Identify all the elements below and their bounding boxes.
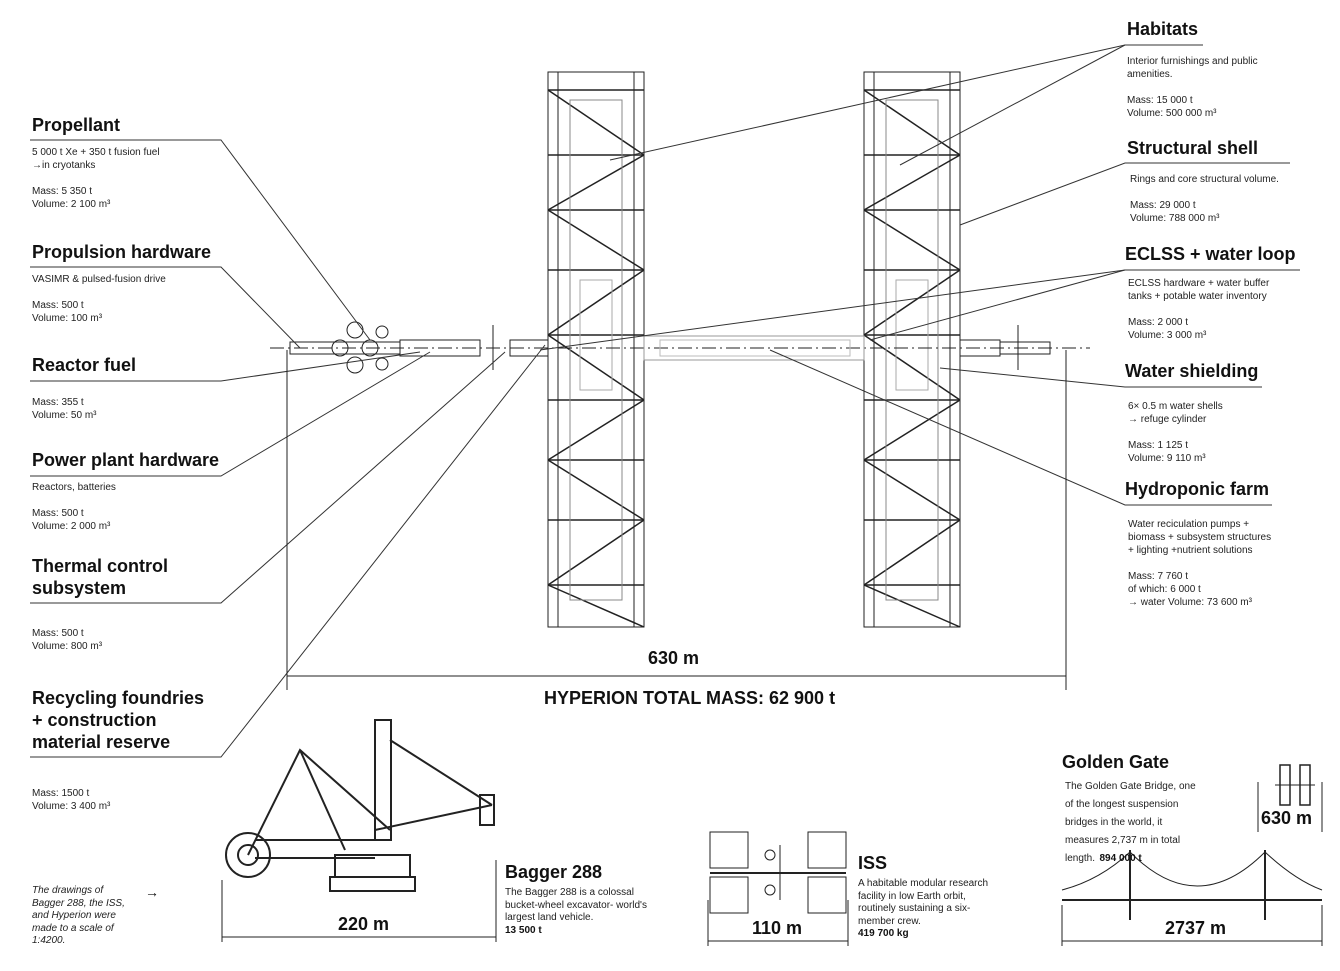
item-title: Recycling foundries + construction mater… [32, 688, 205, 752]
golden-gate-drawing [1061, 850, 1323, 920]
item-mass: Mass: 500 t [32, 508, 84, 519]
bagger-info: Bagger 288 The Bagger 288 is a colossal … [505, 862, 685, 936]
item-mass: Mass: 1 125 t [1128, 440, 1189, 451]
iss-drawing [709, 831, 847, 914]
hyperion-total-mass: HYPERION TOTAL MASS: 62 900 t [544, 688, 836, 708]
item-desc: Water reciculation pumps + biomass + sub… [1128, 519, 1272, 556]
right-item-hydroponic: Hydroponic farm Water reciculation pumps… [1125, 478, 1271, 609]
iss-title: ISS [858, 853, 888, 873]
item-title: Propulsion hardware [32, 242, 212, 262]
scale-note: The drawings of Bagger 288, the ISS, and… [32, 885, 125, 946]
item-volume: Volume: 500 000 m³ [1127, 108, 1217, 119]
bagger-288-drawing [225, 719, 495, 892]
item-volume: Volume: 2 000 m³ [32, 521, 111, 532]
iss-dimension-line [707, 900, 849, 946]
bagger-title: Bagger 288 [505, 862, 603, 882]
iss-mass: 419 700 kg [858, 928, 909, 939]
item-title: ECLSS + water loop [1125, 244, 1296, 264]
right-item-habitats: Habitats Interior furnishings and public… [1127, 18, 1258, 120]
left-item-thermal: Thermal control subsystem Mass: 500 t Vo… [32, 555, 168, 653]
item-volume: Volume: 2 100 m³ [32, 199, 111, 210]
item-desc: 6× 0.5 m water shells → refuge cylinder [1128, 401, 1223, 425]
item-desc: ECLSS hardware + water buffer tanks + po… [1128, 278, 1270, 302]
right-item-water-shielding: Water shielding 6× 0.5 m water shells → … [1125, 360, 1258, 465]
item-mass: Mass: 500 t [32, 300, 84, 311]
bagger-mass: 13 500 t [505, 924, 542, 936]
golden-gate-mass: 894 000 t [1099, 853, 1142, 864]
arrow-right-icon: → [145, 884, 159, 900]
golden-gate-title: Golden Gate [1062, 752, 1170, 772]
bagger-dimension-line [221, 860, 497, 942]
right-ring-truss [863, 71, 961, 628]
item-desc: VASIMR & pulsed-fusion drive [32, 274, 166, 285]
golden-gate-dimension-label: 2737 m [1165, 918, 1227, 938]
mini-hyperion-drawing [1257, 764, 1323, 832]
mini-hyperion-dimension-label: 630 m [1261, 808, 1313, 828]
item-volume: Volume: 3 400 m³ [32, 801, 111, 812]
item-title: Power plant hardware [32, 450, 220, 470]
left-ring-truss [547, 71, 645, 628]
item-mass: Mass: 5 350 t [32, 186, 93, 197]
item-desc: 5 000 t Xe + 350 t fusion fuel →in cryot… [32, 147, 160, 171]
item-desc: Interior furnishings and public amenitie… [1127, 56, 1258, 80]
left-leader-lines [30, 139, 546, 758]
item-volume: Volume: 100 m³ [32, 313, 103, 324]
item-desc: Reactors, batteries [32, 482, 116, 493]
item-title: Habitats [1127, 19, 1199, 39]
golden-gate-dimension-line [1061, 905, 1323, 946]
left-item-propellant: Propellant 5 000 t Xe + 350 t fusion fue… [32, 114, 160, 211]
item-volume: Volume: 50 m³ [32, 410, 97, 421]
item-mass: Mass: 1500 t [32, 788, 90, 799]
iss-desc: A habitable modular research facility in… [858, 878, 989, 927]
bagger-dimension-label: 220 m [338, 914, 390, 934]
hyperion-dimension-line [286, 350, 1067, 690]
item-mass: Mass: 500 t [32, 628, 84, 639]
golden-gate-info: Golden Gate The Golden Gate Bridge, one … [1062, 752, 1212, 866]
bagger-desc: The Bagger 288 is a colossal bucket-whee… [505, 887, 647, 923]
left-item-reactor-fuel: Reactor fuel Mass: 355 t Volume: 50 m³ [32, 354, 136, 422]
item-title: Water shielding [1125, 361, 1259, 381]
item-mass: Mass: 7 760 t [1128, 571, 1189, 582]
right-item-eclss: ECLSS + water loop ECLSS hardware + wate… [1125, 243, 1296, 342]
item-volume: Volume: 788 000 m³ [1130, 213, 1220, 224]
item-title: Thermal control subsystem [32, 556, 169, 598]
item-volume: Volume: 3 000 m³ [1128, 330, 1207, 341]
left-item-recycling: Recycling foundries + construction mater… [32, 687, 204, 813]
item-volume: of which: 6 000 t → water Volume: 73 600… [1128, 584, 1252, 608]
item-title: Structural shell [1127, 138, 1259, 158]
item-mass: Mass: 15 000 t [1127, 95, 1193, 106]
item-volume: Volume: 9 110 m³ [1128, 453, 1206, 464]
central-spine [270, 321, 1090, 374]
right-leader-lines [539, 44, 1300, 506]
item-mass: Mass: 2 000 t [1128, 317, 1189, 328]
right-item-structural-shell: Structural shell Rings and core structur… [1127, 137, 1279, 225]
left-item-propulsion: Propulsion hardware VASIMR & pulsed-fusi… [32, 241, 211, 325]
golden-gate-desc: The Golden Gate Bridge, one of the longe… [1065, 781, 1196, 864]
iss-info: ISS A habitable modular research facilit… [858, 853, 1018, 939]
hyperion-length-label: 630 m [648, 648, 700, 668]
iss-dimension-label: 110 m [752, 918, 803, 938]
item-mass: Mass: 355 t [32, 397, 84, 408]
item-title: Propellant [32, 115, 121, 135]
item-desc: Rings and core structural volume. [1130, 174, 1279, 185]
left-item-power-plant: Power plant hardware Reactors, batteries… [32, 449, 219, 533]
item-volume: Volume: 800 m³ [32, 641, 103, 652]
item-title: Hydroponic farm [1125, 479, 1270, 499]
item-title: Reactor fuel [32, 355, 137, 375]
item-mass: Mass: 29 000 t [1130, 200, 1196, 211]
